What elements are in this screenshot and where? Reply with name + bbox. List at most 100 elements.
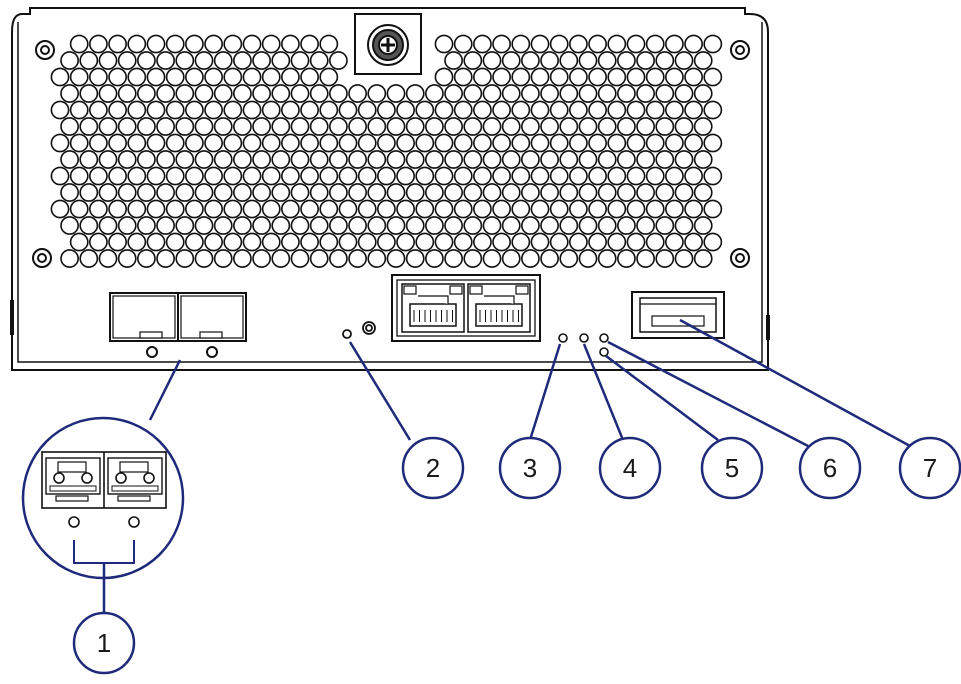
vent-hole xyxy=(328,183,348,202)
vent-hole xyxy=(300,199,320,219)
vent-hole xyxy=(597,216,617,235)
vent-hole xyxy=(645,34,665,54)
callout-7: 7 xyxy=(898,436,961,500)
vent-hole xyxy=(184,100,204,120)
vent-hole xyxy=(146,232,166,252)
vent-hole xyxy=(319,232,339,252)
vent-hole xyxy=(703,100,723,120)
vent-hole xyxy=(376,133,396,153)
vent-hole xyxy=(674,183,694,202)
vent-hole xyxy=(424,183,444,202)
vent-hole xyxy=(492,67,512,87)
vent-hole xyxy=(328,249,348,268)
vent-hole xyxy=(184,34,204,54)
vent-hole xyxy=(98,216,118,235)
vent-hole xyxy=(319,100,339,120)
vent-hole xyxy=(117,216,137,235)
vent-hole xyxy=(184,232,204,252)
vent-hole xyxy=(482,249,502,268)
vent-hole xyxy=(684,100,704,120)
vent-hole xyxy=(367,183,387,202)
vent-hole xyxy=(482,216,502,235)
vent-hole xyxy=(79,84,99,103)
vent-hole xyxy=(569,199,588,219)
vent-hole xyxy=(482,84,502,103)
vent-hole xyxy=(424,84,444,103)
vent-hole xyxy=(607,34,627,54)
callout-4: 4 xyxy=(598,436,662,500)
vent-hole xyxy=(376,199,396,219)
vent-hole xyxy=(472,232,492,252)
vent-hole xyxy=(444,183,464,202)
vent-hole xyxy=(684,232,704,252)
svg-text:3: 3 xyxy=(523,453,537,483)
vent-hole xyxy=(261,133,281,153)
vent-hole xyxy=(252,51,272,70)
vent-hole xyxy=(261,232,281,252)
vent-hole xyxy=(50,199,70,219)
vent-hole xyxy=(319,166,339,186)
vent-hole xyxy=(290,216,310,235)
sfp-detail-zoom xyxy=(21,416,185,580)
status-led-and-button xyxy=(342,321,376,339)
vent-hole xyxy=(309,216,329,235)
vent-hole xyxy=(588,199,608,219)
vent-hole xyxy=(213,117,233,136)
vent-hole xyxy=(300,232,320,252)
vent-hole xyxy=(204,166,224,186)
led-6 xyxy=(599,333,609,343)
vent-hole xyxy=(79,249,99,268)
vent-hole xyxy=(453,166,473,186)
svg-text:5: 5 xyxy=(725,453,739,483)
vent-hole xyxy=(290,84,310,103)
vent-hole xyxy=(415,199,435,219)
vent-hole xyxy=(511,133,531,153)
vent-hole xyxy=(482,183,502,202)
vent-hole xyxy=(588,34,608,54)
vent-hole xyxy=(434,133,454,153)
vent-hole xyxy=(444,150,464,169)
vent-hole xyxy=(271,216,291,235)
vent-hole xyxy=(386,216,406,235)
svg-text:4: 4 xyxy=(623,453,637,483)
vent-hole xyxy=(674,51,694,70)
led-5 xyxy=(599,347,609,357)
vent-hole xyxy=(127,199,147,219)
vent-hole xyxy=(636,216,656,235)
vent-hole xyxy=(645,232,665,252)
vent-hole xyxy=(328,51,348,70)
lc-connector-left xyxy=(45,457,101,502)
vent-hole xyxy=(617,249,636,268)
vent-hole xyxy=(117,84,137,103)
callout-6: 6 xyxy=(798,436,862,500)
vent-hole xyxy=(501,216,521,235)
vent-hole xyxy=(367,216,387,235)
vent-hole xyxy=(655,183,675,202)
vent-hole xyxy=(424,117,444,136)
vent-hole xyxy=(655,84,675,103)
vent-hole xyxy=(415,133,435,153)
vent-hole xyxy=(617,117,636,136)
vent-hole xyxy=(674,150,694,169)
vent-hole xyxy=(645,133,665,153)
vent-hole xyxy=(60,183,80,202)
led-4 xyxy=(579,333,589,343)
callout-3: 3 xyxy=(498,436,562,500)
vent-hole xyxy=(117,150,137,169)
screw-icon xyxy=(730,40,750,60)
vent-hole xyxy=(357,133,377,153)
vent-hole xyxy=(69,133,89,153)
vent-hole xyxy=(165,166,185,186)
vent-hole xyxy=(482,51,502,70)
vent-hole xyxy=(117,183,137,202)
vent-hole xyxy=(261,166,281,186)
vent-hole xyxy=(290,117,310,136)
vent-hole xyxy=(309,84,329,103)
vent-hole xyxy=(242,166,262,186)
vent-hole xyxy=(213,183,233,202)
vent-hole xyxy=(165,67,185,87)
vent-hole xyxy=(626,34,646,54)
vent-hole xyxy=(213,84,233,103)
vent-hole xyxy=(559,150,579,169)
